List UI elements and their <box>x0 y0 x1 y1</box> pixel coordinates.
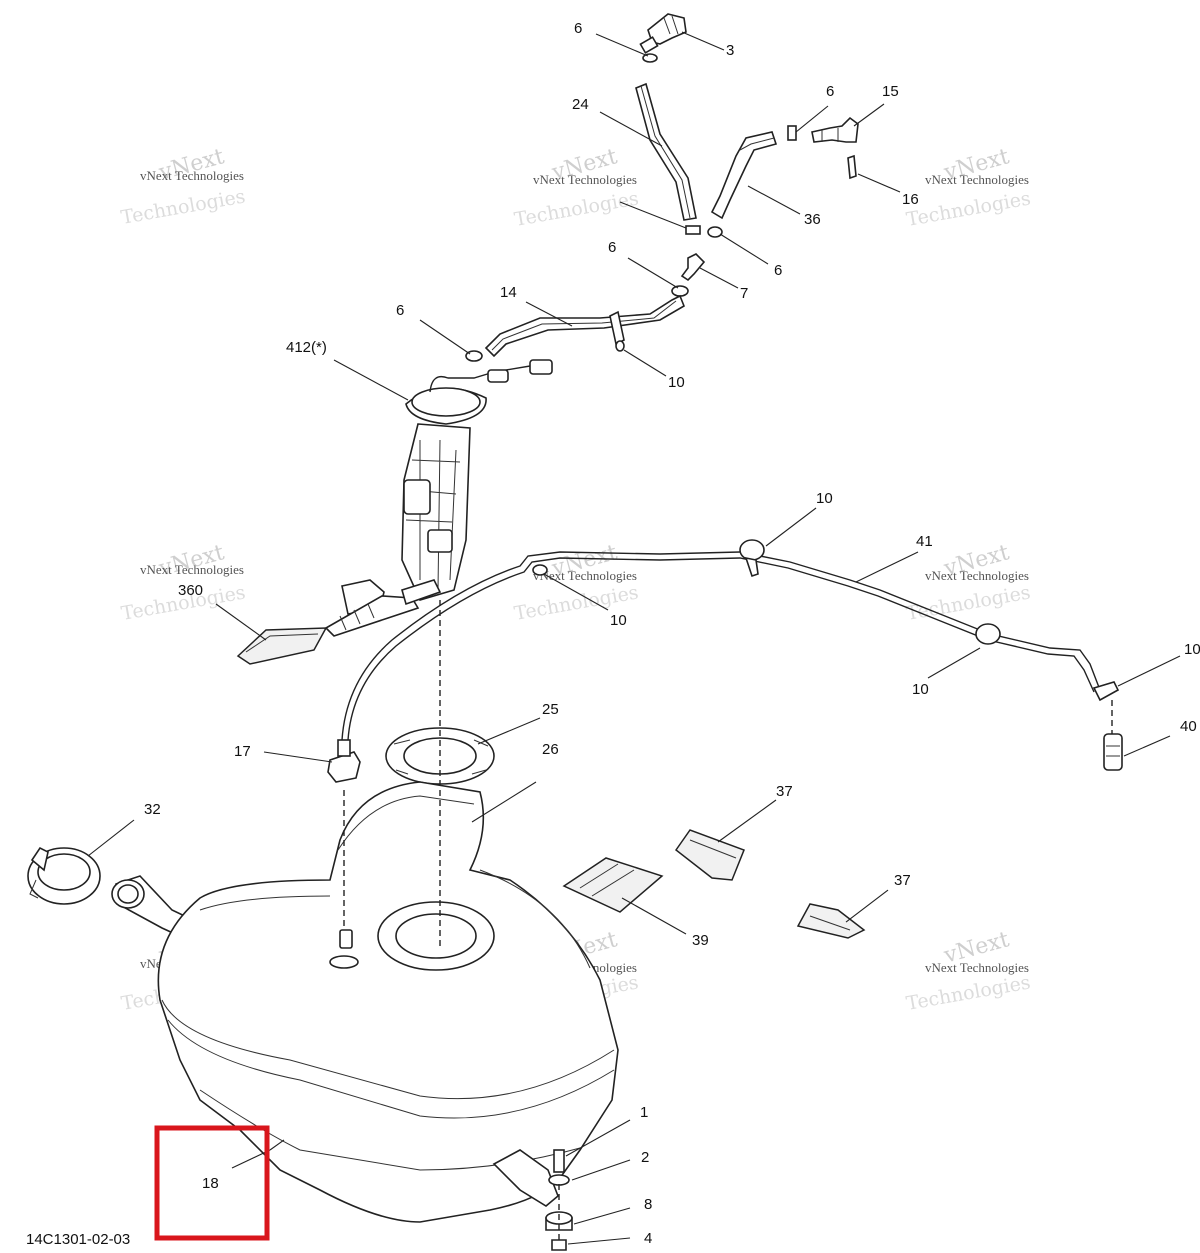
callout-8: 8 <box>644 1196 652 1213</box>
watermark-line3: Technologies <box>513 187 641 231</box>
callout-37: 37 <box>894 872 911 889</box>
callout-17: 17 <box>234 743 251 760</box>
watermark-line3: Technologies <box>905 581 1033 625</box>
callout-18: 18 <box>202 1175 219 1192</box>
drawing-code: 14C1301-02-03 <box>26 1231 130 1248</box>
callout-10: 10 <box>668 374 685 391</box>
clamp-6-36 <box>707 226 723 238</box>
callout-39: 39 <box>692 932 709 949</box>
pad-37-lower <box>796 903 866 939</box>
callout-32: 32 <box>144 801 161 818</box>
hose-24 <box>635 82 697 221</box>
callout-labels: 6 3 24 6 15 16 36 6 6 7 14 6 10 412(*) 1… <box>144 20 1200 1247</box>
elbow-connector-3 <box>639 13 687 54</box>
callout-6: 6 <box>826 83 834 100</box>
fitting-10-end <box>1092 681 1120 702</box>
watermark-top-right: vNext vNext Technologies Technologies <box>905 144 1033 231</box>
connector-15 <box>811 116 859 143</box>
callout-16: 16 <box>902 191 919 208</box>
watermark-line3: Technologies <box>119 185 247 229</box>
washer-2 <box>548 1174 570 1186</box>
watermark-line2: vNext Technologies <box>533 172 637 187</box>
hose-14 <box>484 294 685 358</box>
callout-4: 4 <box>644 1230 652 1247</box>
clip-10-c <box>975 623 1001 645</box>
clip-10-on-14 <box>609 310 625 352</box>
callout-25: 25 <box>542 701 559 718</box>
fuel-cap-32 <box>27 846 101 905</box>
callout-2: 2 <box>641 1149 649 1166</box>
pad-37-upper <box>674 829 745 881</box>
callout-3: 3 <box>726 42 734 59</box>
watermark-line2: vNext Technologies <box>140 168 244 183</box>
callout-412: 412(*) <box>286 339 327 356</box>
hose-36 <box>710 131 778 220</box>
callout-6: 6 <box>396 302 404 319</box>
fuel-tank-18 <box>157 781 619 1223</box>
tee-fitting-7 <box>680 253 706 282</box>
clip-10-a <box>532 564 548 576</box>
highlight-box <box>154 1125 270 1241</box>
watermark-line2: vNext Technologies <box>533 568 637 583</box>
watermark-line2: vNext Technologies <box>140 562 244 577</box>
callout-24: 24 <box>572 96 589 113</box>
clip-10-b <box>739 539 765 578</box>
callout-26: 26 <box>542 741 559 758</box>
callout-7: 7 <box>740 285 748 302</box>
callout-6: 6 <box>608 239 616 256</box>
callout-6: 6 <box>774 262 782 279</box>
pad-39 <box>562 857 664 913</box>
callout-360: 360 <box>178 582 203 599</box>
watermark-mid-right: vNext vNext Technologies Technologies <box>905 540 1033 625</box>
fuel-pump-module-412 <box>324 359 553 637</box>
callout-6: 6 <box>574 20 582 37</box>
bolt-1 <box>553 1149 565 1173</box>
callout-1: 1 <box>640 1104 648 1121</box>
valve-40 <box>1103 733 1123 771</box>
gasket-360 <box>236 627 328 665</box>
callout-40: 40 <box>1180 718 1197 735</box>
callout-10: 10 <box>1184 641 1200 658</box>
watermark-top-left: vNext vNext Technologies Technologies <box>119 144 247 229</box>
callout-41: 41 <box>916 533 933 550</box>
callout-10: 10 <box>816 490 833 507</box>
callout-10: 10 <box>912 681 929 698</box>
vent-hose-41 <box>341 551 1101 741</box>
clamp-6-upper-right <box>787 125 797 141</box>
clamp-6-center <box>671 285 689 297</box>
watermark-line2: vNext Technologies <box>925 960 1029 975</box>
watermark-line3: Technologies <box>905 187 1033 231</box>
fitting-17 <box>327 739 361 783</box>
grommet-8 <box>545 1211 573 1231</box>
watermark-bottom-right: vNext vNext Technologies Technologies <box>905 927 1033 1015</box>
fitting-16 <box>847 154 857 180</box>
fitting-small <box>685 225 701 235</box>
callout-15: 15 <box>882 83 899 100</box>
watermark-line3: Technologies <box>905 971 1033 1015</box>
callout-10: 10 <box>610 612 627 629</box>
watermark-top-center: vNext vNext Technologies Technologies <box>513 144 641 231</box>
callout-14: 14 <box>500 284 517 301</box>
watermark-line2: vNext Technologies <box>925 568 1029 583</box>
watermark-line2: vNext Technologies <box>925 172 1029 187</box>
clamp-6-top <box>642 53 658 63</box>
nut-4 <box>551 1239 567 1251</box>
callout-36: 36 <box>804 211 821 228</box>
leader-lines <box>87 31 1181 1245</box>
callout-37: 37 <box>776 783 793 800</box>
